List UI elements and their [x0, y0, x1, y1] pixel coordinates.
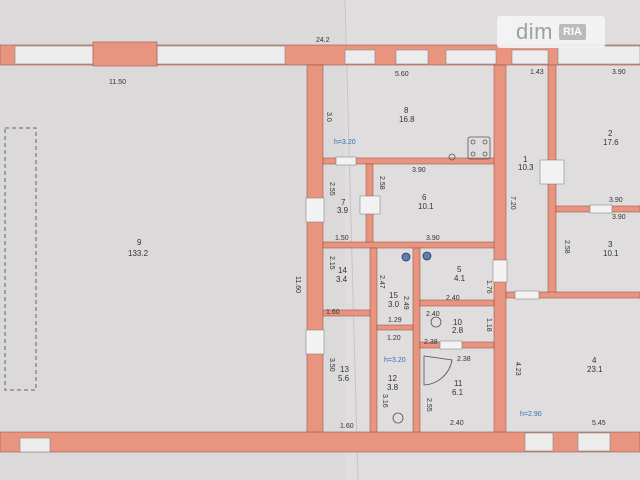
dashed-platform	[4, 127, 37, 391]
height-2: h=3.20	[384, 357, 406, 364]
room-9-area: 133.2	[128, 249, 149, 258]
room-6-area: 10.1	[418, 202, 434, 211]
room-13-number: 13	[340, 365, 349, 374]
room-11-area: 6.1	[452, 388, 464, 397]
room-2-area: 17.6	[603, 138, 619, 147]
dim-11-60: 11.60	[294, 276, 301, 293]
room-5-number: 5	[457, 265, 462, 274]
room-8-area: 16.8	[399, 115, 415, 124]
dim-2-58-a: 2.58	[378, 176, 385, 190]
height-1: h=3.20	[334, 139, 356, 146]
dim-1-50: 1.50	[335, 235, 349, 242]
room-10-area: 2.8	[452, 326, 464, 335]
dim-1-76: 1.76	[485, 280, 492, 294]
dim-2-40-b: 2.40	[426, 311, 440, 318]
dim-2-47: 2.47	[378, 275, 385, 289]
dim-left: 11.50	[109, 79, 126, 86]
room-12-number: 12	[388, 374, 397, 383]
dim-3-16: 3.16	[381, 394, 388, 408]
room-5-area: 4.1	[454, 274, 466, 283]
dim-2-58-b: 2.58	[563, 240, 570, 254]
dim-2-40-a: 2.40	[446, 295, 460, 302]
room-9-number: 9	[137, 238, 142, 247]
room-14-number: 14	[338, 266, 347, 275]
room-4-number: 4	[592, 356, 597, 365]
top-windows	[14, 45, 640, 65]
dim-3-0: 3.0	[325, 112, 332, 122]
dim-1-60-a: 1.60	[326, 309, 340, 316]
room-1-area: 10.3	[518, 163, 534, 172]
room-4-area: 23.1	[587, 365, 603, 374]
dim-1-60-b: 1.60	[340, 423, 354, 430]
logo-badge: RIA	[559, 24, 586, 40]
dim-1-20: 1.20	[387, 335, 401, 342]
dim-right-small: 1.43	[530, 69, 544, 76]
dim-overall: 24.2	[316, 37, 330, 44]
room-6-number: 6	[422, 193, 427, 202]
dim-2-15: 2.15	[328, 256, 335, 270]
dim-3-90-c: 3.90	[609, 197, 623, 204]
dim-5-45: 5.45	[592, 420, 606, 427]
room-14-area: 3.4	[336, 275, 348, 284]
room-15-number: 15	[389, 291, 398, 300]
room-8-number: 8	[404, 106, 409, 115]
dim-2-40-c: 2.40	[450, 420, 464, 427]
dim-right: 3.90	[612, 69, 626, 76]
room-2-number: 2	[608, 129, 613, 138]
fixtures	[392, 136, 491, 424]
dim-3-90-a: 3.90	[412, 167, 426, 174]
dim-1-18: 1.18	[485, 318, 492, 332]
room-11-number: 11	[454, 379, 463, 388]
room-1-number: 1	[523, 155, 528, 164]
dim-2-38-a: 2.38	[424, 339, 438, 346]
dim-2-38-b: 2.38	[457, 356, 471, 363]
dim-7-20: 7.20	[509, 196, 516, 210]
room-3-area: 10.1	[603, 249, 619, 258]
room-7-area: 3.9	[337, 206, 349, 215]
dim-3-90-d: 3.90	[612, 214, 626, 221]
dim-4-23: 4.23	[514, 362, 521, 376]
dim-1-29: 1.29	[388, 317, 402, 324]
room-3-number: 3	[608, 240, 613, 249]
height-3: h=2.90	[520, 411, 542, 418]
room-15-area: 3.0	[388, 300, 400, 309]
room-10-number: 10	[453, 318, 462, 327]
doors	[305, 156, 613, 355]
dim-3-90-b: 3.90	[426, 235, 440, 242]
room-12-area: 3.8	[387, 383, 399, 392]
dim-2-49: 2.49	[402, 296, 409, 310]
logo-word: dim	[516, 19, 553, 44]
dim-mid: 5.60	[395, 71, 409, 78]
dimria-logo: dim RIA	[497, 16, 605, 48]
dim-2-55: 2.55	[328, 182, 335, 196]
dim-3-50: 3.50	[328, 358, 335, 372]
bottom-windows	[19, 432, 611, 453]
room-7-number: 7	[341, 198, 346, 207]
dim-2-55-b: 2.55	[425, 398, 432, 412]
room-13-area: 5.6	[338, 374, 350, 383]
